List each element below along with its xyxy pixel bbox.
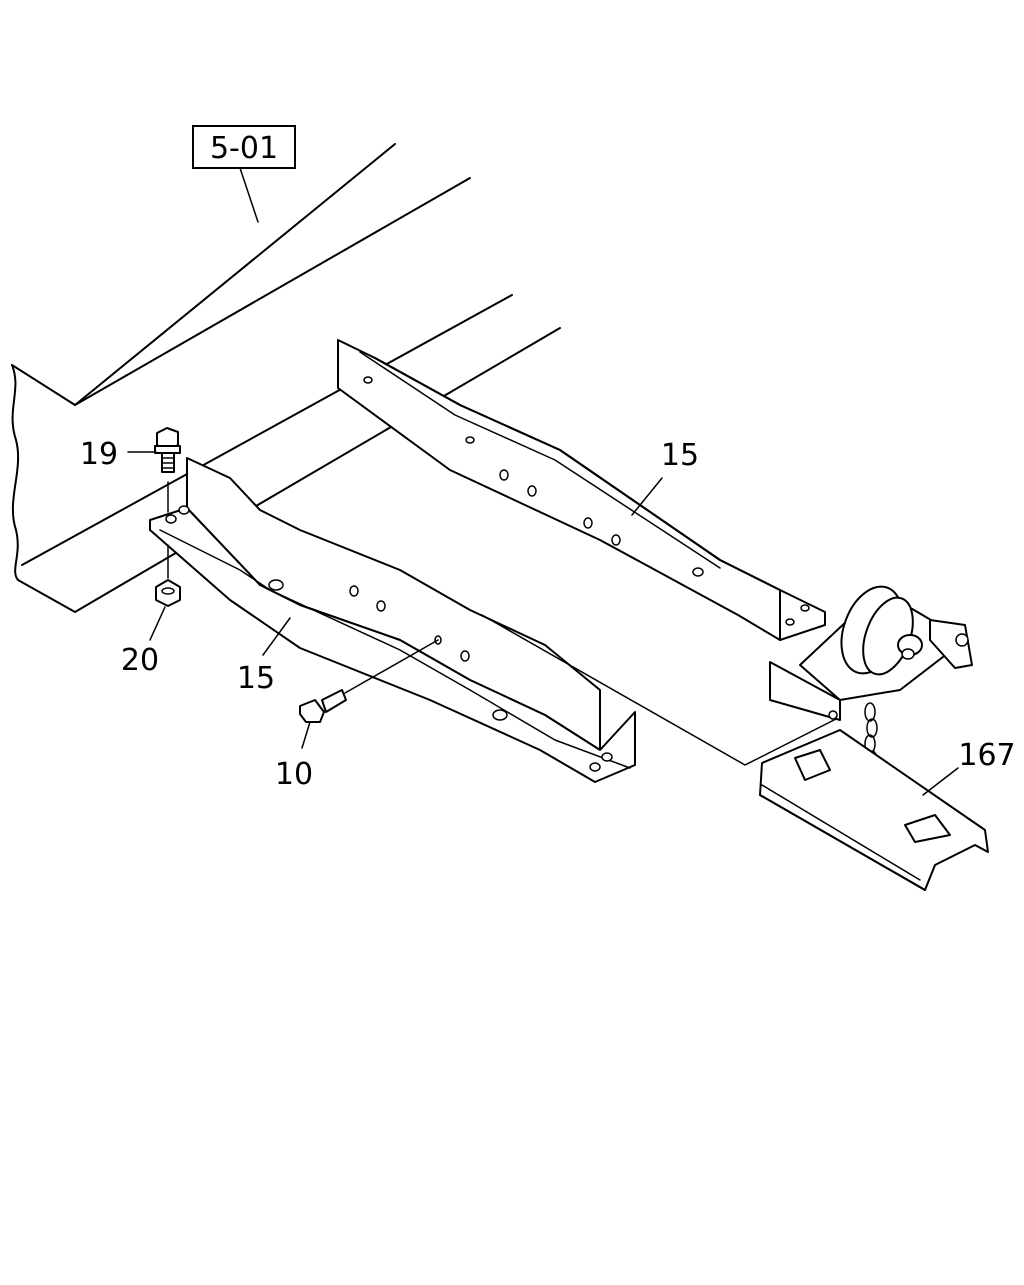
bolt-hole bbox=[363, 376, 373, 384]
bolt-hole bbox=[465, 436, 475, 444]
callout-19: 19 bbox=[80, 437, 118, 472]
callout-15-upper: 15 bbox=[661, 438, 699, 473]
bolt-hole bbox=[611, 534, 621, 546]
upper-crossmember-bracket bbox=[337, 339, 826, 641]
bolt-hole bbox=[499, 469, 509, 481]
bolt-hole bbox=[692, 567, 704, 577]
bolt-hole bbox=[492, 709, 508, 721]
bolt-hole bbox=[589, 762, 601, 772]
nut-20 bbox=[155, 544, 181, 607]
bolt-hole bbox=[601, 752, 613, 762]
callout-20: 20 bbox=[121, 643, 159, 678]
bolt-hole bbox=[527, 485, 537, 497]
bolt-19 bbox=[154, 427, 181, 513]
bolt-hole bbox=[376, 600, 386, 612]
reference-box bbox=[192, 125, 296, 169]
callout-10: 10 bbox=[275, 757, 313, 792]
leader-lines bbox=[127, 167, 959, 796]
bolt-hole bbox=[460, 650, 470, 662]
bolt-hole bbox=[800, 604, 810, 612]
bolt-hole bbox=[165, 514, 177, 524]
bolt-hole bbox=[178, 505, 190, 515]
callout-15-lower: 15 bbox=[237, 661, 275, 696]
bolt-hole bbox=[268, 579, 284, 591]
bolt-hole bbox=[785, 618, 795, 626]
reference-label: 5-01 bbox=[210, 131, 278, 166]
bolt-10 bbox=[299, 639, 439, 723]
assembly-outline bbox=[481, 614, 839, 766]
callout-167: 167 bbox=[958, 738, 1015, 773]
spare-tire-winch bbox=[769, 585, 973, 721]
lower-crossmember-bracket bbox=[149, 457, 636, 783]
bolt-hole bbox=[349, 585, 359, 597]
bolt-hole bbox=[583, 517, 593, 529]
tire-hold-plate bbox=[759, 729, 989, 891]
